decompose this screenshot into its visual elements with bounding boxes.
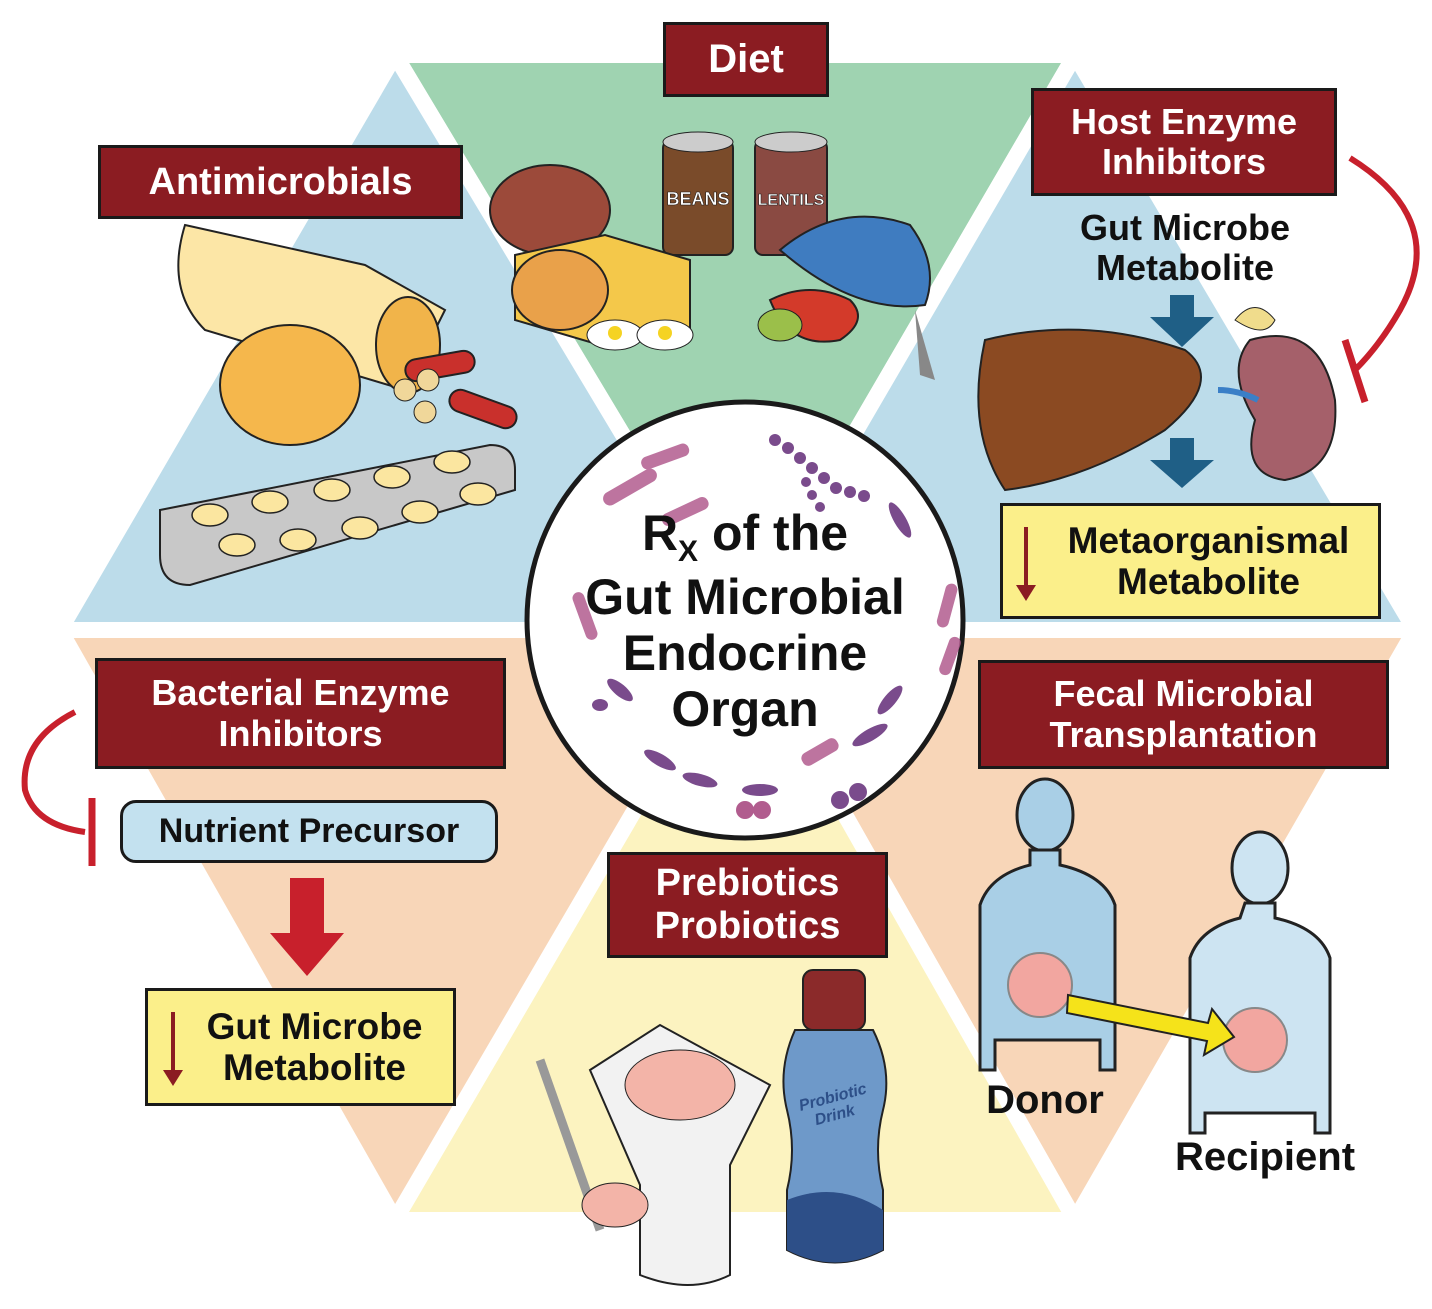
bottle-cap <box>219 324 361 446</box>
center-title: RX of the Gut Microbial Endocrine Organ <box>545 505 945 737</box>
title-line1: RX of the <box>641 505 849 568</box>
red-down-arrow <box>270 878 344 976</box>
medicine-illustration <box>159 223 518 587</box>
label-diet: Diet <box>663 22 829 97</box>
bacteria-icons <box>572 443 961 766</box>
lentils-can-label: LENTILS <box>758 192 825 209</box>
decrease-arrow-icon <box>1016 527 1036 601</box>
recipient-label: Recipient <box>1174 1135 1356 1179</box>
beans-can-label: BEANS <box>666 189 729 209</box>
food-illustration: BEANS LENTILS <box>489 131 935 380</box>
inhibition-arc-bacterial <box>21 709 86 835</box>
probiotic-bottle: Probiotic Drink <box>782 969 888 1264</box>
recipient-intestine-icon <box>1222 1007 1288 1073</box>
donor-intestine-icon <box>1007 952 1073 1018</box>
donor-label: Donor <box>986 1078 1104 1122</box>
title-line3: Endocrine <box>622 624 868 681</box>
inhibition-bar-host <box>1341 338 1369 404</box>
yogurt-illustration <box>535 1023 772 1286</box>
kidney-icon <box>1237 335 1337 482</box>
transfer-arrow <box>1065 993 1236 1058</box>
title-line4: Organ <box>671 680 819 737</box>
title-line2: Gut Microbial <box>585 568 905 625</box>
down-arrow-2 <box>1150 438 1214 488</box>
microbiome-circle <box>524 399 966 841</box>
decrease-arrow-icon <box>163 1012 183 1086</box>
inhibition-arc-host <box>1348 155 1420 373</box>
liver-icon <box>977 328 1202 492</box>
nutrient-precursor-box: Nutrient Precursor <box>120 800 498 863</box>
down-arrow-1 <box>1150 295 1214 347</box>
label-antimicrobials: Antimicrobials <box>98 145 463 219</box>
bacteria-chain-icons <box>592 434 912 819</box>
